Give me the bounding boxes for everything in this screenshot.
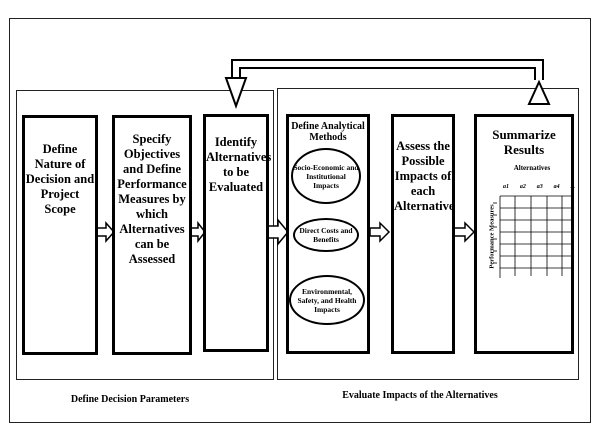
assess-impacts-box: Assess the Possible Impacts of each Alte… — [391, 114, 455, 354]
oval-environmental: Environmental, Safety, and Health Impact… — [289, 275, 365, 325]
section-label-decision-parameters: Define Decision Parameters — [70, 394, 190, 405]
oval-socio-economic-text: Socio-Economic and Institutional Impacts — [293, 162, 359, 190]
alt-col-3: a3 — [536, 184, 543, 190]
oval-direct-costs-text: Direct Costs and Benefits — [299, 226, 353, 244]
assess-impacts-text: Assess the Possible Impacts of each Alte… — [394, 139, 455, 213]
alt-col-more: ... — [570, 184, 576, 190]
section-label-evaluate-impacts: Evaluate Impacts of the Alternatives — [342, 390, 498, 401]
alt-col-2: a2 — [519, 184, 526, 190]
identify-alternatives-text: Identify Alternatives to be Evaluated — [206, 135, 272, 194]
alternatives-label: Alternatives — [513, 164, 551, 172]
analytical-methods-title: Define Analytical Methods — [291, 121, 365, 143]
outer-frame — [9, 18, 591, 423]
oval-socio-economic: Socio-Economic and Institutional Impacts — [291, 148, 361, 204]
identify-alternatives-box: Identify Alternatives to be Evaluated — [203, 114, 272, 352]
summarize-results-box: Summarize Results Alternatives — [474, 114, 574, 354]
alt-column-headers: a1 a2 a3 a4 ... — [503, 184, 575, 194]
alt-col-1: a1 — [503, 184, 509, 190]
summarize-results-title: Summarize Results — [492, 127, 556, 157]
define-nature-text: Define Nature of Decision and Project Sc… — [25, 142, 95, 216]
oval-environmental-text: Environmental, Safety, and Health Impact… — [297, 286, 357, 314]
specify-objectives-box: Specify Objectives and Define Performanc… — [112, 115, 192, 355]
specify-objectives-text: Specify Objectives and Define Performanc… — [117, 132, 187, 266]
define-nature-box: Define Nature of Decision and Project Sc… — [22, 115, 98, 355]
oval-direct-costs: Direct Costs and Benefits — [293, 218, 359, 252]
alt-col-4: a4 — [553, 184, 560, 190]
